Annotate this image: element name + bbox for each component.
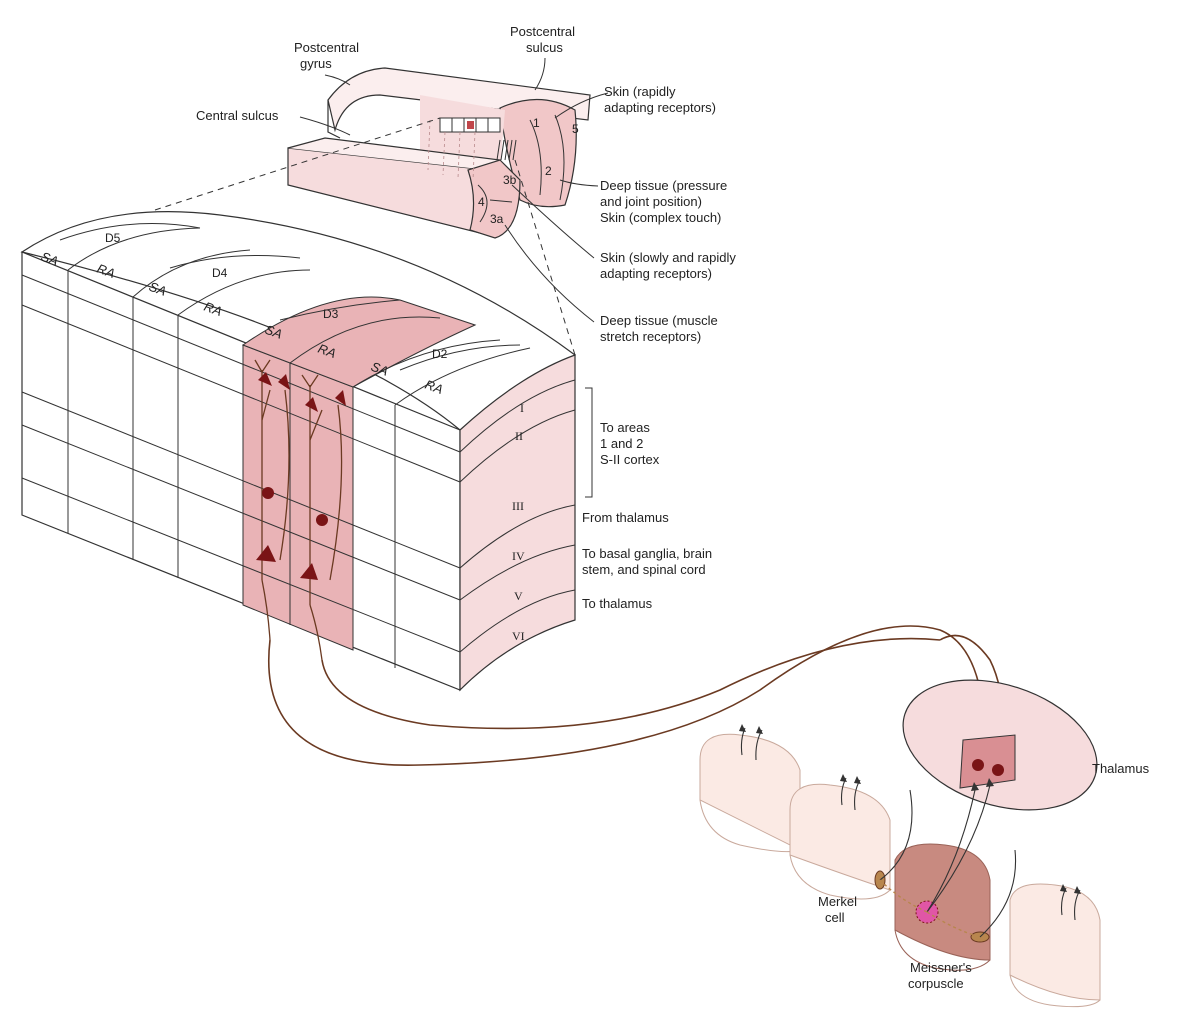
- layer-ii-label: II: [515, 429, 523, 443]
- output-labels: To areas 1 and 2 S-II cortex From thalam…: [582, 420, 712, 611]
- to-areas-label-1: To areas: [600, 420, 650, 435]
- postcentral-sulcus-label-2: sulcus: [526, 40, 563, 55]
- deep-pressure-label-1: Deep tissue (pressure: [600, 178, 727, 193]
- postcentral-gyrus-label-1: Postcentral: [294, 40, 359, 55]
- projection-lines: [154, 117, 576, 356]
- cortical-block: D5 D4 D3 D2 SA RA SA RA SA RA SA RA I II…: [20, 211, 593, 692]
- deep-pressure-label-2: and joint position): [600, 194, 702, 209]
- to-thalamus-label: To thalamus: [582, 596, 653, 611]
- thalamus-label: Thalamus: [1092, 761, 1150, 776]
- merkel-label-2: cell: [825, 910, 845, 925]
- central-sulcus-label: Central sulcus: [196, 108, 279, 123]
- column-sa-d2: SA: [369, 359, 390, 379]
- area-4-label: 4: [478, 195, 485, 209]
- skin-slow-rapid-label-2: adapting receptors): [600, 266, 712, 281]
- to-basal-label-2: stem, and spinal cord: [582, 562, 706, 577]
- deep-muscle-label-1: Deep tissue (muscle: [600, 313, 718, 328]
- to-areas-label-3: S-II cortex: [600, 452, 660, 467]
- merkel-label-1: Merkel: [818, 894, 857, 909]
- area-5-label: 5: [572, 122, 579, 136]
- meissner-label-2: corpuscle: [908, 976, 964, 991]
- column-ra-d2: RA: [423, 377, 445, 397]
- area-3b-label: 3b: [503, 173, 517, 187]
- area-2-label: 2: [545, 164, 552, 178]
- thalamus: Thalamus: [902, 679, 1150, 811]
- area-3a-label: 3a: [490, 212, 504, 226]
- column-ra-d3: RA: [316, 341, 338, 361]
- column-sa-d3: SA: [263, 322, 284, 342]
- skin-rapid-label-2: adapting receptors): [604, 100, 716, 115]
- brain-block: 1 2 3b 3a 4 5 Postcentral gyrus Postcent…: [196, 24, 736, 344]
- skin-rapid-label-1: Skin (rapidly: [604, 84, 676, 99]
- digit-d2-label: D2: [432, 347, 448, 361]
- to-basal-label-1: To basal ganglia, brain: [582, 546, 712, 561]
- fingertips: [699, 724, 1101, 1008]
- periphery-labels: Merkel cell Meissner's corpuscle: [818, 894, 972, 991]
- layer-v-label: V: [514, 589, 523, 603]
- skin-slow-rapid-label-1: Skin (slowly and rapidly: [600, 250, 736, 265]
- to-areas-label-2: 1 and 2: [600, 436, 643, 451]
- meissner-label-1: Meissner's: [910, 960, 972, 975]
- column-sa-d4: SA: [147, 279, 168, 299]
- column-sa-d5: SA: [39, 249, 60, 269]
- column-ra-d5: RA: [95, 261, 117, 281]
- postcentral-sulcus-label-1: Postcentral: [510, 24, 575, 39]
- digit-d4-label: D4: [212, 266, 228, 280]
- layer-iii-label: III: [512, 499, 524, 513]
- deep-muscle-label-2: stretch receptors): [600, 329, 701, 344]
- layer-i-label: I: [520, 401, 524, 415]
- column-ra-d4: RA: [202, 299, 224, 319]
- deep-pressure-label-3: Skin (complex touch): [600, 210, 721, 225]
- layer-vi-label: VI: [512, 629, 525, 643]
- layer-iv-label: IV: [512, 549, 525, 563]
- digit-d3-label: D3: [323, 307, 339, 321]
- area-1-label: 1: [533, 116, 540, 130]
- postcentral-gyrus-label-2: gyrus: [300, 56, 332, 71]
- digit-d5-label: D5: [105, 231, 121, 245]
- from-thalamus-label: From thalamus: [582, 510, 669, 525]
